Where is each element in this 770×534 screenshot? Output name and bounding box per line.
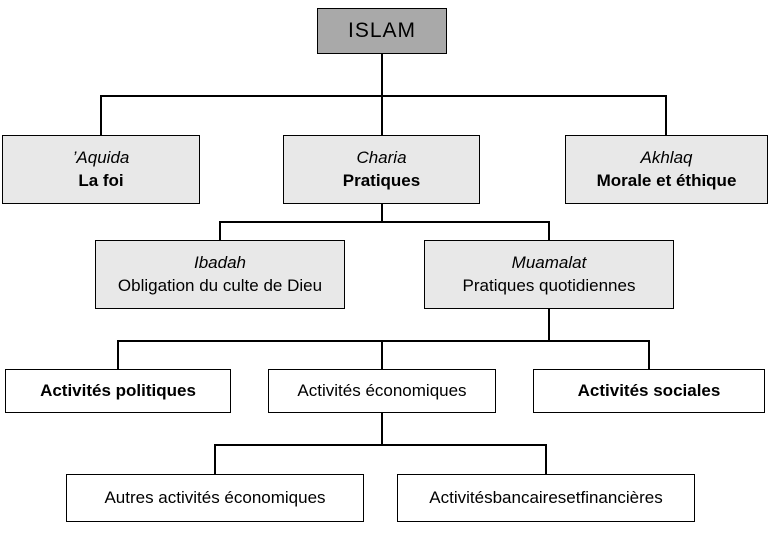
node-activites-politiques: Activités politiques	[5, 369, 231, 413]
node-charia-term: Charia	[356, 147, 407, 167]
connector-economiques-stem	[381, 412, 383, 446]
node-ibadah: Ibadah Obligation du culte de Dieu	[95, 240, 345, 309]
connector-sociales-drop	[648, 340, 650, 369]
node-muamalat-label: Pratiques quotidiennes	[462, 275, 636, 295]
node-activites-sociales-label: Activités sociales	[577, 380, 721, 400]
node-akhlaq-term: Akhlaq	[640, 147, 693, 167]
connector-level3-horizontal	[219, 221, 550, 223]
connector-charia-drop	[381, 95, 383, 135]
node-autres-activites-economiques-label: Autres activités économiques	[104, 487, 326, 507]
node-akhlaq: Akhlaq Morale et éthique	[565, 135, 768, 204]
node-islam: ISLAM	[317, 8, 447, 54]
node-aquida-label: La foi	[78, 170, 124, 190]
node-activites-sociales: Activités sociales	[533, 369, 765, 413]
connector-bancaires-drop	[545, 444, 547, 474]
node-activites-politiques-label: Activités politiques	[40, 380, 196, 400]
node-ibadah-label: Obligation du culte de Dieu	[117, 275, 323, 295]
node-charia: Charia Pratiques	[283, 135, 480, 204]
node-islam-label: ISLAM	[347, 18, 417, 42]
node-muamalat: Muamalat Pratiques quotidiennes	[424, 240, 674, 309]
connector-ibadah-drop	[219, 221, 221, 240]
node-activites-bancaires-financieres-label: Activitésbancairesetfinancières	[429, 487, 663, 507]
node-muamalat-term: Muamalat	[511, 252, 587, 272]
connector-autres-drop	[214, 444, 216, 474]
node-activites-bancaires-financieres: Activitésbancairesetfinancières	[397, 474, 695, 522]
node-aquida: ’Aquida La foi	[2, 135, 200, 204]
connector-level2-horizontal	[100, 95, 667, 97]
connector-level4-horizontal	[117, 340, 650, 342]
node-charia-label: Pratiques	[342, 170, 421, 190]
connector-root-drop	[381, 54, 383, 96]
connector-politiques-drop	[117, 340, 119, 369]
node-activites-economiques: Activités économiques	[268, 369, 496, 413]
connector-aquida-drop	[100, 95, 102, 135]
node-activites-economiques-label: Activités économiques	[297, 380, 467, 400]
connector-akhlaq-drop	[665, 95, 667, 135]
connector-level5-horizontal	[214, 444, 547, 446]
connector-muamalat-drop	[548, 221, 550, 240]
node-autres-activites-economiques: Autres activités économiques	[66, 474, 364, 522]
connector-charia-stem	[381, 203, 383, 223]
connector-economiques-drop	[381, 340, 383, 369]
node-ibadah-term: Ibadah	[194, 252, 246, 272]
node-akhlaq-label: Morale et éthique	[596, 170, 737, 190]
node-aquida-term: ’Aquida	[72, 147, 130, 167]
connector-muamalat-stem	[548, 308, 550, 342]
